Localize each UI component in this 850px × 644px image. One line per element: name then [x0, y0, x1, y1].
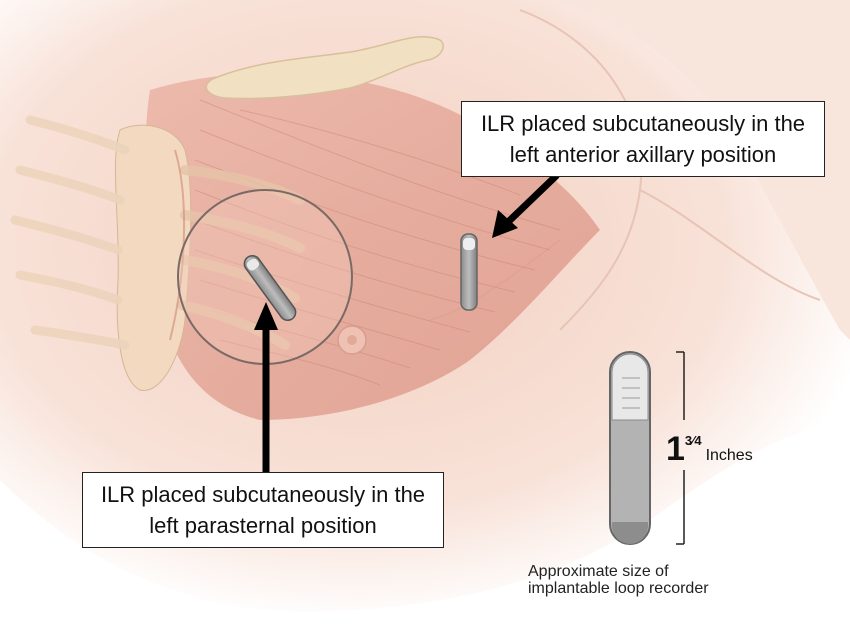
- clavicle-bone: [205, 36, 444, 100]
- size-fraction: 3⁄4: [684, 433, 702, 448]
- caption-line-1: Approximate size of: [528, 563, 669, 580]
- caption-line-2: implantable loop recorder: [528, 580, 709, 597]
- nipple: [337, 325, 367, 355]
- axillary-callout-line-1: ILR placed subcutaneously in the: [480, 111, 806, 136]
- axillary-callout-line-2: left anterior axillary position: [509, 142, 777, 167]
- parasternal-callout-line-1: ILR placed subcutaneously in the: [100, 482, 426, 507]
- arrow-to-parasternal-device: [254, 302, 278, 472]
- device-size-caption: Approximate size of implantable loop rec…: [528, 563, 709, 597]
- reference-device-illustration: [609, 351, 651, 545]
- axillary-device: [460, 233, 478, 311]
- size-unit: Inches: [705, 447, 753, 464]
- device-size-label: 13⁄4Inches: [666, 430, 753, 469]
- parasternal-position-callout: ILR placed subcutaneously in the left pa…: [82, 472, 444, 548]
- arrow-to-axillary-device: [492, 172, 560, 238]
- sternum-and-ribs: [10, 115, 305, 391]
- parasternal-callout-line-2: left parasternal position: [149, 513, 377, 538]
- size-whole-number: 1: [666, 430, 685, 468]
- size-bracket: [676, 351, 685, 545]
- parasternal-device: [243, 254, 297, 322]
- axillary-position-callout: ILR placed subcutaneously in the left an…: [461, 101, 825, 177]
